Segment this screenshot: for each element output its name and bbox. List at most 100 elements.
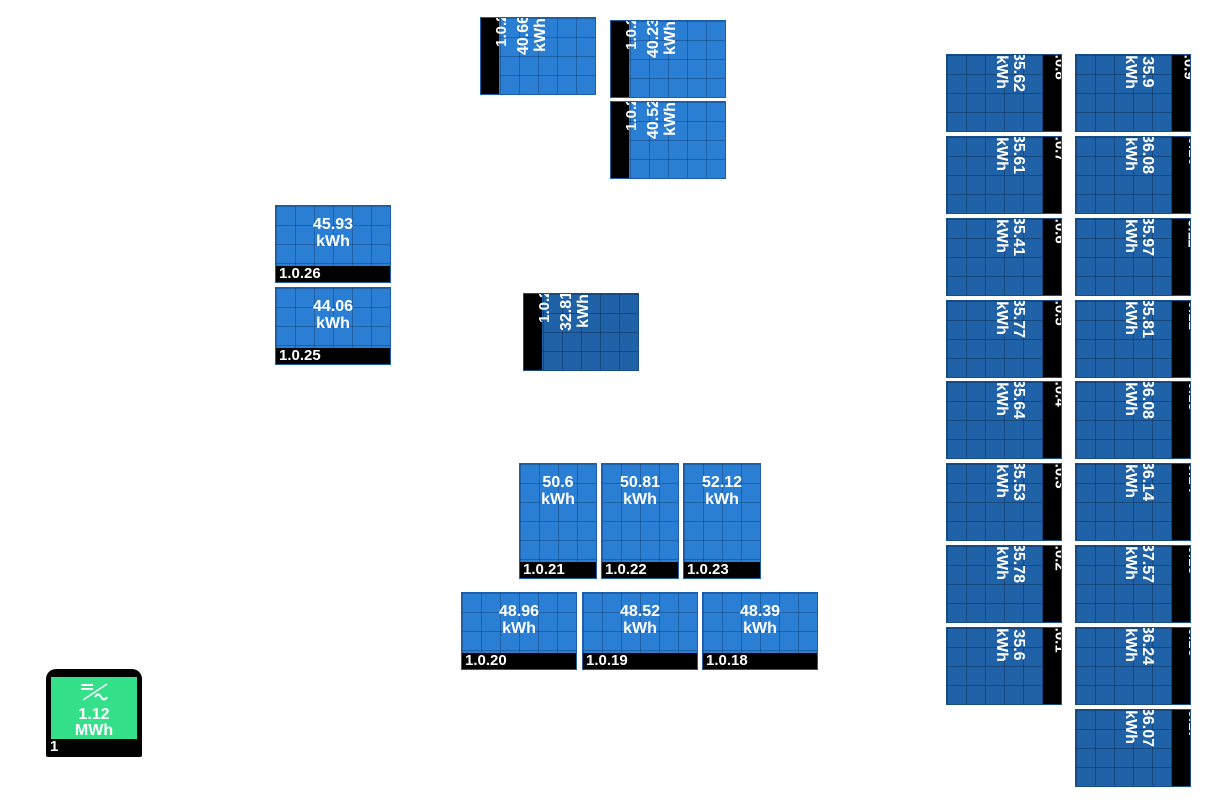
panel-energy-value: 44.06 <box>312 298 354 315</box>
panel-id: 1.0.14 <box>1184 463 1191 493</box>
inverter[interactable]: 1.12 MWh 1 <box>46 669 142 757</box>
panel-id-label: 1.0.11 <box>1172 219 1190 295</box>
panel-energy-unit: kWh <box>316 315 350 332</box>
panel-id: 1.0.18 <box>706 652 748 669</box>
panel-cell-grid <box>1076 546 1190 622</box>
panel-energy-unit: kWh <box>574 294 592 328</box>
panel-cell-grid <box>947 382 1061 458</box>
panel-energy-value: 45.93 <box>312 216 354 233</box>
solar-panel-1-0-4[interactable]: 35.64kWh1.0.4 <box>946 381 1062 459</box>
panel-id: 1.0.25 <box>279 347 321 364</box>
panel-energy-unit: kWh <box>705 491 739 508</box>
panel-energy-value: 35.41 <box>1009 218 1027 257</box>
panel-id: 1.0.4 <box>1051 381 1062 407</box>
panel-energy-value: 35.6 <box>1010 629 1027 661</box>
solar-panel-1-0-8[interactable]: 35.62kWh1.0.8 <box>946 54 1062 132</box>
panel-energy-unit: kWh <box>992 464 1010 498</box>
panel-id-rotated: 1.0.8 <box>1052 55 1061 80</box>
panel-energy-value: 35.62 <box>1009 54 1027 93</box>
panel-id: 1.0.29 <box>622 101 640 131</box>
panel-id-label: 1.0.12 <box>1172 301 1190 377</box>
panel-id: 1.0.19 <box>586 652 628 669</box>
panel-id-label: 1.0.17 <box>1172 710 1190 786</box>
panel-id: 1.0.27 <box>492 17 510 47</box>
panel-energy-value: 35.53 <box>1009 463 1027 502</box>
panel-id-rotated: 1.0.2 <box>1052 546 1061 571</box>
panel-id-label: 1.0.2 <box>1043 546 1061 622</box>
panel-energy-unit: kWh <box>502 620 536 637</box>
panel-id-rotated: 1.0.11 <box>1184 219 1190 247</box>
solar-panel-1-0-2[interactable]: 35.78kWh1.0.2 <box>946 545 1062 623</box>
panel-id-label: 1.0.20 <box>462 653 576 669</box>
solar-panel-1-0-3[interactable]: 35.53kWh1.0.3 <box>946 463 1062 541</box>
panel-id-label: 1.0.26 <box>276 266 390 282</box>
panel-energy-value: 35.78 <box>1009 545 1027 584</box>
panel-cell-grid <box>1076 301 1190 377</box>
panel-id-rotated: 1.0.12 <box>1185 301 1190 330</box>
panel-id-label: 1.0.8 <box>1043 55 1061 131</box>
panel-id-label: 1.0.6 <box>1043 219 1061 295</box>
panel-cell-grid <box>481 18 595 94</box>
panel-id-label: 1.0.3 <box>1043 464 1061 540</box>
solar-panel-1-0-6[interactable]: 35.41kWh1.0.6 <box>946 218 1062 296</box>
panel-id: 1.0.20 <box>465 652 507 669</box>
panel-cell-grid <box>611 21 725 97</box>
panel-id-rotated: 1.0.9 <box>1181 55 1190 80</box>
panel-id: 1.0.15 <box>1184 545 1191 575</box>
panel-id-rotated: 1.0.7 <box>1051 136 1062 162</box>
panel-energy-value: 37.57 <box>1138 545 1156 584</box>
panel-id: 1.0.16 <box>1184 627 1191 657</box>
panel-energy-unit: kWh <box>1121 301 1139 335</box>
panel-id: 1.0.7 <box>1051 136 1062 162</box>
panel-energy-value: 35.81 <box>1138 300 1156 339</box>
panel-id-rotated: 1.0.15 <box>1184 545 1191 575</box>
panel-id-rotated: 1.0.17 <box>1185 710 1190 739</box>
panel-energy-value: 50.81 <box>619 474 661 491</box>
panel-id-label: 1.0.14 <box>1172 464 1190 540</box>
panel-energy-unit: kWh <box>541 491 575 508</box>
panel-energy-unit: kWh <box>661 21 679 55</box>
panel-cell-grid <box>520 464 596 578</box>
panel-energy-value: 40.23 <box>644 20 662 59</box>
panel-id-rotated: 1.0.5 <box>1052 301 1061 326</box>
